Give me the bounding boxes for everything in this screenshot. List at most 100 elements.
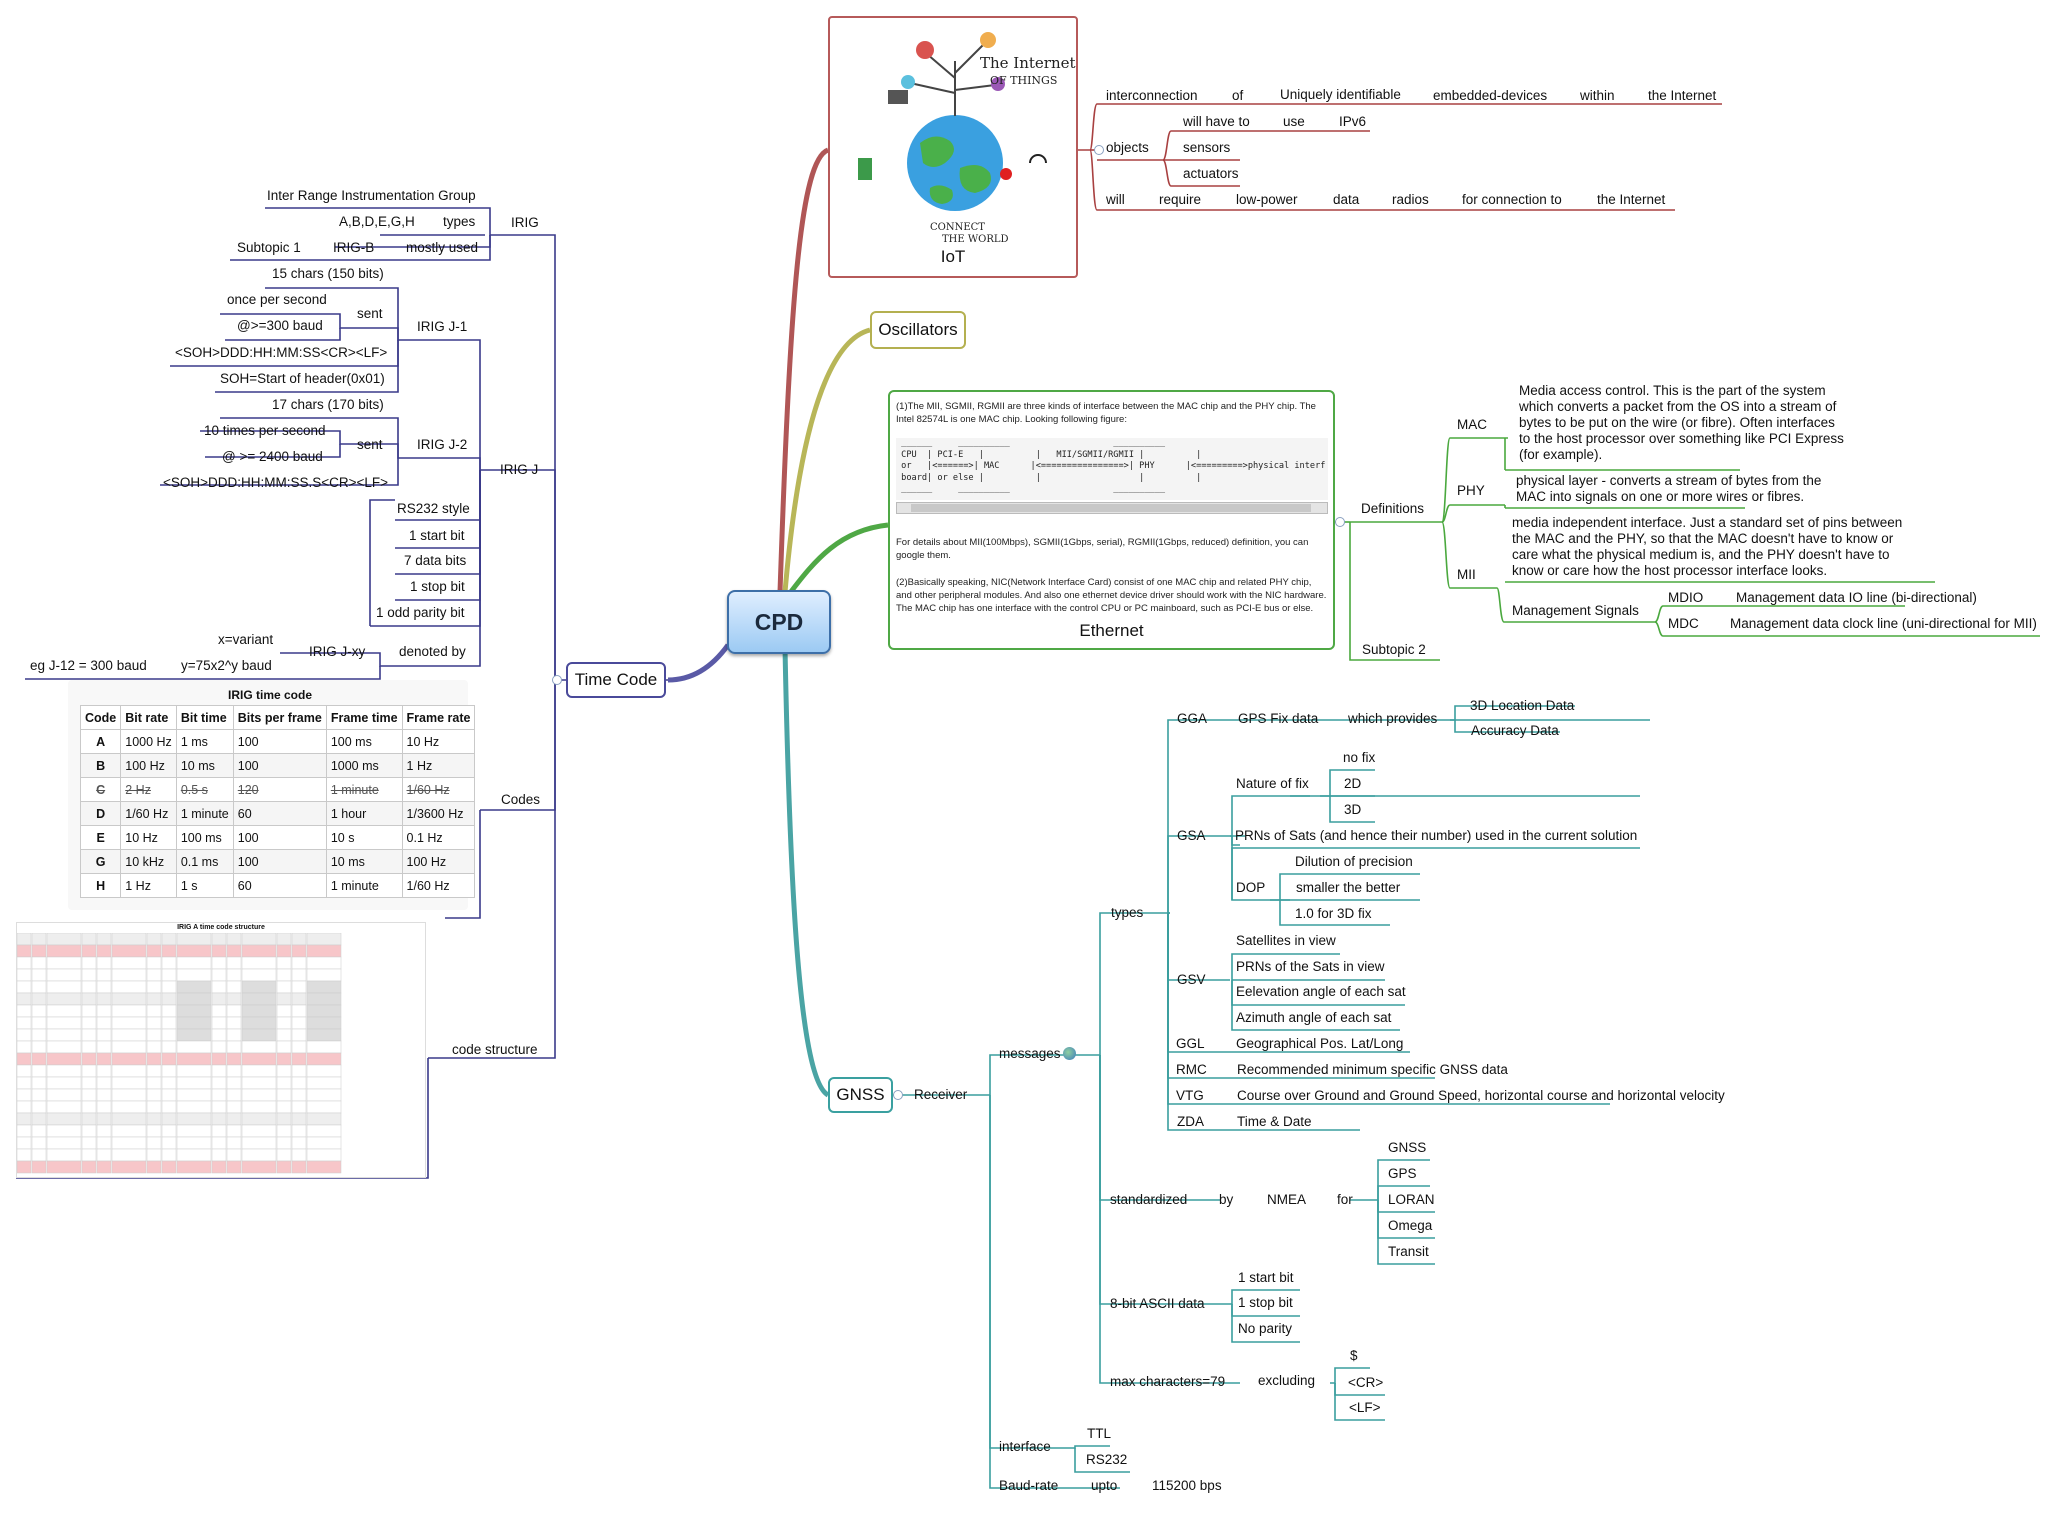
irig-j[interactable]: IRIG J [500,462,539,477]
odd-parity[interactable]: 1 odd parity bit [376,605,465,620]
gsa-prns[interactable]: PRNs of Sats (and hence their number) us… [1235,828,1638,843]
gga-3d[interactable]: 3D Location Data [1470,698,1575,713]
irig-label[interactable]: IRIG [511,215,539,230]
oscillators-node[interactable]: Oscillators [870,311,966,349]
irig-subtopic1[interactable]: Subtopic 1 [237,240,301,255]
nmea-for[interactable]: for [1337,1192,1353,1207]
gnss-types[interactable]: types [1111,905,1144,920]
stop-bit[interactable]: 1 stop bit [410,579,465,594]
iot-sensors[interactable]: sensors [1183,140,1231,155]
dop-3d[interactable]: 1.0 for 3D fix [1295,906,1372,921]
interface-ttl[interactable]: TTL [1087,1426,1112,1441]
iot-will-have-to[interactable]: will have to [1183,114,1250,129]
iot-internet1[interactable]: the Internet [1648,88,1717,103]
dop-dilution[interactable]: Dilution of precision [1295,854,1413,869]
max-characters[interactable]: max characters=79 [1110,1374,1226,1389]
irig-types-value[interactable]: A,B,D,E,G,H [339,214,415,229]
gnss-messages[interactable]: messages [999,1046,1061,1061]
nmea[interactable]: NMEA [1267,1192,1307,1207]
root-topic[interactable]: CPD [727,590,831,654]
baud-value[interactable]: 115200 bps [1152,1478,1222,1493]
gnss-interface[interactable]: interface [999,1439,1051,1454]
gnss-baud[interactable]: Baud-rate [999,1478,1059,1493]
interface-rs232[interactable]: RS232 [1086,1452,1128,1467]
gsv-elevation[interactable]: Eelevation angle of each sat [1236,984,1406,999]
ethernet-scrollbar[interactable] [896,502,1328,514]
iot-will[interactable]: will [1106,192,1125,207]
codes-label[interactable]: Codes [501,792,541,807]
gnss-node[interactable]: GNSS [828,1077,893,1113]
x-variant[interactable]: x=variant [218,632,274,647]
zda[interactable]: ZDA [1177,1114,1204,1129]
vtg-desc[interactable]: Course over Ground and Ground Speed, hor… [1237,1088,1725,1103]
timecode-node[interactable]: Time Code [566,662,666,698]
iot-node[interactable]: The Internet OF THINGS CONNECT THE WORLD… [828,16,1078,278]
j2-format[interactable]: <SOH>DDD:HH:MM:SS.S<CR><LF> [163,475,389,490]
std-gnss[interactable]: GNSS [1388,1140,1427,1155]
j1-soh[interactable]: SOH=Start of header(0x01) [220,371,385,386]
ethernet-subtopic2[interactable]: Subtopic 2 [1362,642,1426,657]
gga-accuracy[interactable]: Accuracy Data [1471,723,1559,738]
gsv[interactable]: GSV [1177,972,1206,987]
gsv-azimuth[interactable]: Azimuth angle of each sat [1236,1010,1392,1025]
iot-embedded[interactable]: embedded-devices [1433,88,1548,103]
fix-3d[interactable]: 3D [1344,802,1362,817]
j1-baud[interactable]: @>=300 baud [237,318,323,333]
ethernet-mac[interactable]: MAC [1457,417,1487,432]
ethernet-mdio-desc[interactable]: Management data IO line (bi-directional) [1736,590,1977,605]
j1-format[interactable]: <SOH>DDD:HH:MM:SS<CR><LF> [175,345,388,360]
ascii-parity[interactable]: No parity [1238,1321,1293,1336]
iot-interconnection[interactable]: interconnection [1106,88,1198,103]
iot-ipv6[interactable]: IPv6 [1339,114,1367,129]
vtg[interactable]: VTG [1176,1088,1204,1103]
ethernet-mdc[interactable]: MDC [1668,616,1699,631]
irig-group[interactable]: Inter Range Instrumentation Group [267,188,476,203]
gnss-receiver[interactable]: Receiver [914,1087,968,1102]
gsv-in-view[interactable]: Satellites in view [1236,933,1336,948]
formula[interactable]: y=75x2^y baud [181,658,272,673]
j2-chars[interactable]: 17 chars (170 bits) [272,397,384,412]
iot-data[interactable]: data [1333,192,1360,207]
baud-upto[interactable]: upto [1091,1478,1118,1493]
ethernet-mgmt-signals[interactable]: Management Signals [1512,603,1639,618]
ascii-start[interactable]: 1 start bit [1238,1270,1294,1285]
ascii-data[interactable]: 8-bit ASCII data [1110,1296,1205,1311]
std-loran[interactable]: LORAN [1388,1192,1435,1207]
j2-baud[interactable]: @ >= 2400 baud [222,449,323,464]
iot-objects[interactable]: objects [1106,140,1149,155]
std-transit[interactable]: Transit [1388,1244,1429,1259]
irig-mostly-used[interactable]: mostly used [406,240,479,255]
rs232-style[interactable]: RS232 style [397,501,470,516]
standardized-by[interactable]: by [1219,1192,1234,1207]
irig-jxy[interactable]: IRIG J-xy [309,644,366,659]
gga[interactable]: GGA [1177,711,1208,726]
ethernet-mii[interactable]: MII [1457,567,1476,582]
denoted-by[interactable]: denoted by [399,644,466,659]
rmc[interactable]: RMC [1176,1062,1207,1077]
iot-actuators[interactable]: actuators [1183,166,1239,181]
gsa[interactable]: GSA [1177,828,1206,843]
no-fix[interactable]: no fix [1343,750,1376,765]
zda-desc[interactable]: Time & Date [1237,1114,1312,1129]
ethernet-mdc-desc[interactable]: Management data clock line (uni-directio… [1730,616,2037,631]
irig-b[interactable]: IRIG-B [333,240,375,255]
iot-uniquely[interactable]: Uniquely identifiable [1280,87,1401,102]
iot-use[interactable]: use [1283,114,1305,129]
irig-j1[interactable]: IRIG J-1 [417,319,468,334]
ggl[interactable]: GGL [1176,1036,1205,1051]
exclude-lf[interactable]: <LF> [1349,1400,1381,1415]
nature-of-fix[interactable]: Nature of fix [1236,776,1309,791]
j1-sent[interactable]: sent [357,306,383,321]
eg-j12[interactable]: eg J-12 = 300 baud [30,658,147,673]
iot-low-power[interactable]: low-power [1236,192,1298,207]
ethernet-phy[interactable]: PHY [1457,483,1485,498]
irig-types[interactable]: types [443,214,476,229]
fix-2d[interactable]: 2D [1344,776,1362,791]
rmc-desc[interactable]: Recommended minimum specific GNSS data [1237,1062,1508,1077]
iot-for-connection[interactable]: for connection to [1462,192,1562,207]
ggl-desc[interactable]: Geographical Pos. Lat/Long [1236,1036,1404,1051]
data-bits[interactable]: 7 data bits [404,553,467,568]
iot-internet2[interactable]: the Internet [1597,192,1666,207]
gsv-prns[interactable]: PRNs of the Sats in view [1236,959,1385,974]
std-omega[interactable]: Omega [1388,1218,1433,1233]
